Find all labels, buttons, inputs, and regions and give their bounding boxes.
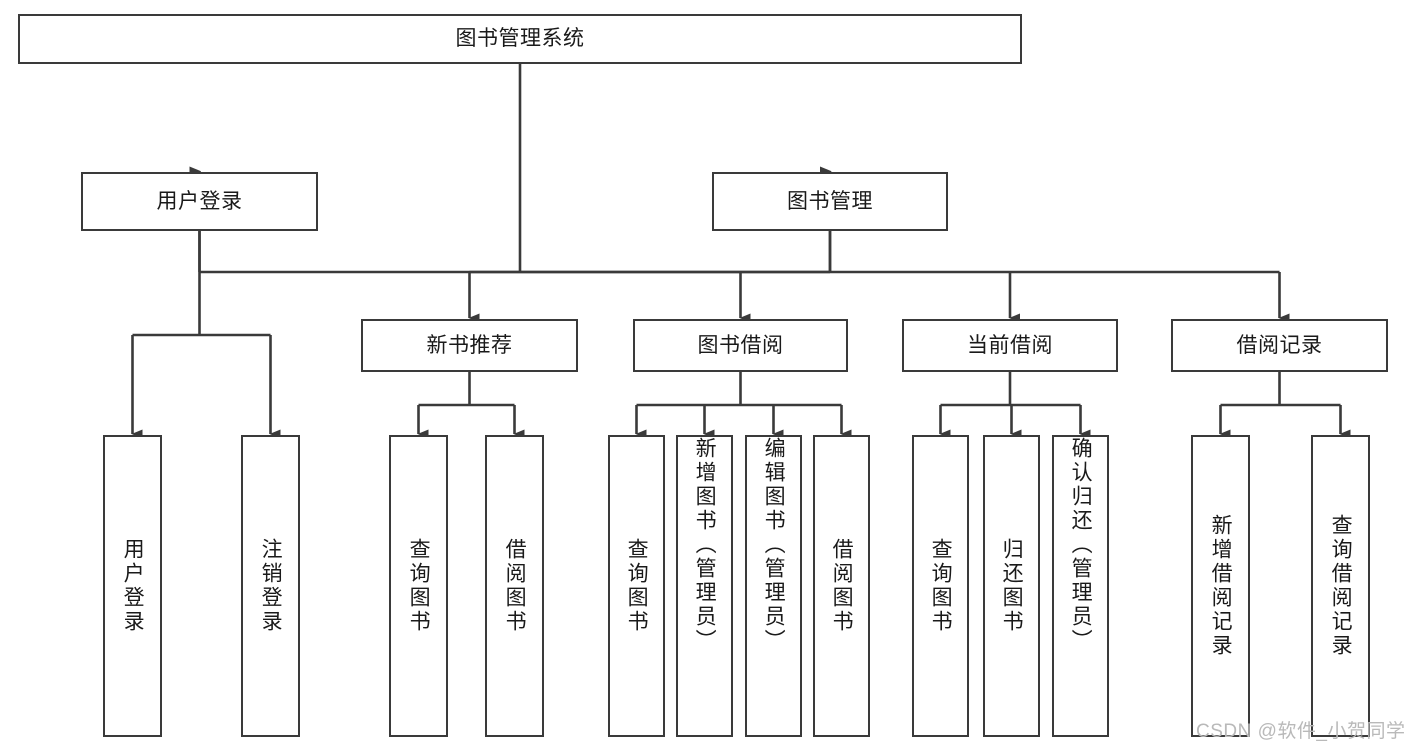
node-leaf-add-record[interactable]: 新增借阅记录 xyxy=(1191,435,1250,737)
node-leaf-logout[interactable]: 注销登录 xyxy=(241,435,300,737)
node-leaf-query-book-2[interactable]: 查询图书 xyxy=(608,435,665,737)
node-borrow-record[interactable]: 借阅记录 xyxy=(1171,319,1388,372)
node-leaf-user-login[interactable]: 用户登录 xyxy=(103,435,162,737)
node-leaf-query-book-3-label: 查询图书 xyxy=(929,538,953,634)
csdn-watermark: CSDN @软件_小贺同学 xyxy=(1196,716,1405,743)
node-leaf-query-record-label: 查询借阅记录 xyxy=(1329,514,1353,658)
node-leaf-edit-book[interactable]: 编辑图书（管理员） xyxy=(745,435,802,737)
node-new-book-recommend[interactable]: 新书推荐 xyxy=(361,319,578,372)
node-leaf-borrow-book-2[interactable]: 借阅图书 xyxy=(813,435,870,737)
node-root-label: 图书管理系统 xyxy=(455,27,585,51)
node-book-borrow-label: 图书借阅 xyxy=(697,333,784,357)
node-book-management-label: 图书管理 xyxy=(787,189,873,213)
node-leaf-return-book[interactable]: 归还图书 xyxy=(983,435,1040,737)
node-current-borrow-label: 当前借阅 xyxy=(967,333,1053,357)
node-leaf-logout-label: 注销登录 xyxy=(259,538,283,634)
node-leaf-user-login-label: 用户登录 xyxy=(121,538,145,634)
node-user-login[interactable]: 用户登录 xyxy=(81,172,318,231)
node-leaf-add-record-label: 新增借阅记录 xyxy=(1209,514,1233,658)
node-leaf-return-book-label: 归还图书 xyxy=(1000,538,1024,634)
node-current-borrow[interactable]: 当前借阅 xyxy=(902,319,1118,372)
node-leaf-add-book-label: 新增图书（管理员） xyxy=(693,437,717,653)
node-book-borrow[interactable]: 图书借阅 xyxy=(633,319,848,372)
node-leaf-borrow-book-1-label: 借阅图书 xyxy=(503,538,527,634)
node-leaf-borrow-book-2-label: 借阅图书 xyxy=(830,538,854,634)
node-leaf-query-book-2-label: 查询图书 xyxy=(625,538,649,634)
node-borrow-record-label: 借阅记录 xyxy=(1236,333,1323,357)
node-root[interactable]: 图书管理系统 xyxy=(18,14,1022,64)
node-new-book-recommend-label: 新书推荐 xyxy=(426,333,513,357)
node-leaf-edit-book-label: 编辑图书（管理员） xyxy=(762,437,786,653)
node-user-login-label: 用户登录 xyxy=(156,189,243,213)
node-leaf-query-book-1-label: 查询图书 xyxy=(407,538,431,634)
node-book-management[interactable]: 图书管理 xyxy=(712,172,948,231)
node-leaf-add-book[interactable]: 新增图书（管理员） xyxy=(676,435,733,737)
csdn-watermark-text: CSDN @软件_小贺同学 xyxy=(1196,721,1405,742)
node-leaf-query-record[interactable]: 查询借阅记录 xyxy=(1311,435,1370,737)
node-leaf-query-book-1[interactable]: 查询图书 xyxy=(389,435,448,737)
node-leaf-query-book-3[interactable]: 查询图书 xyxy=(912,435,969,737)
node-leaf-confirm-return[interactable]: 确认归还（管理员） xyxy=(1052,435,1109,737)
node-leaf-confirm-return-label: 确认归还（管理员） xyxy=(1069,437,1093,653)
node-leaf-borrow-book-1[interactable]: 借阅图书 xyxy=(485,435,544,737)
